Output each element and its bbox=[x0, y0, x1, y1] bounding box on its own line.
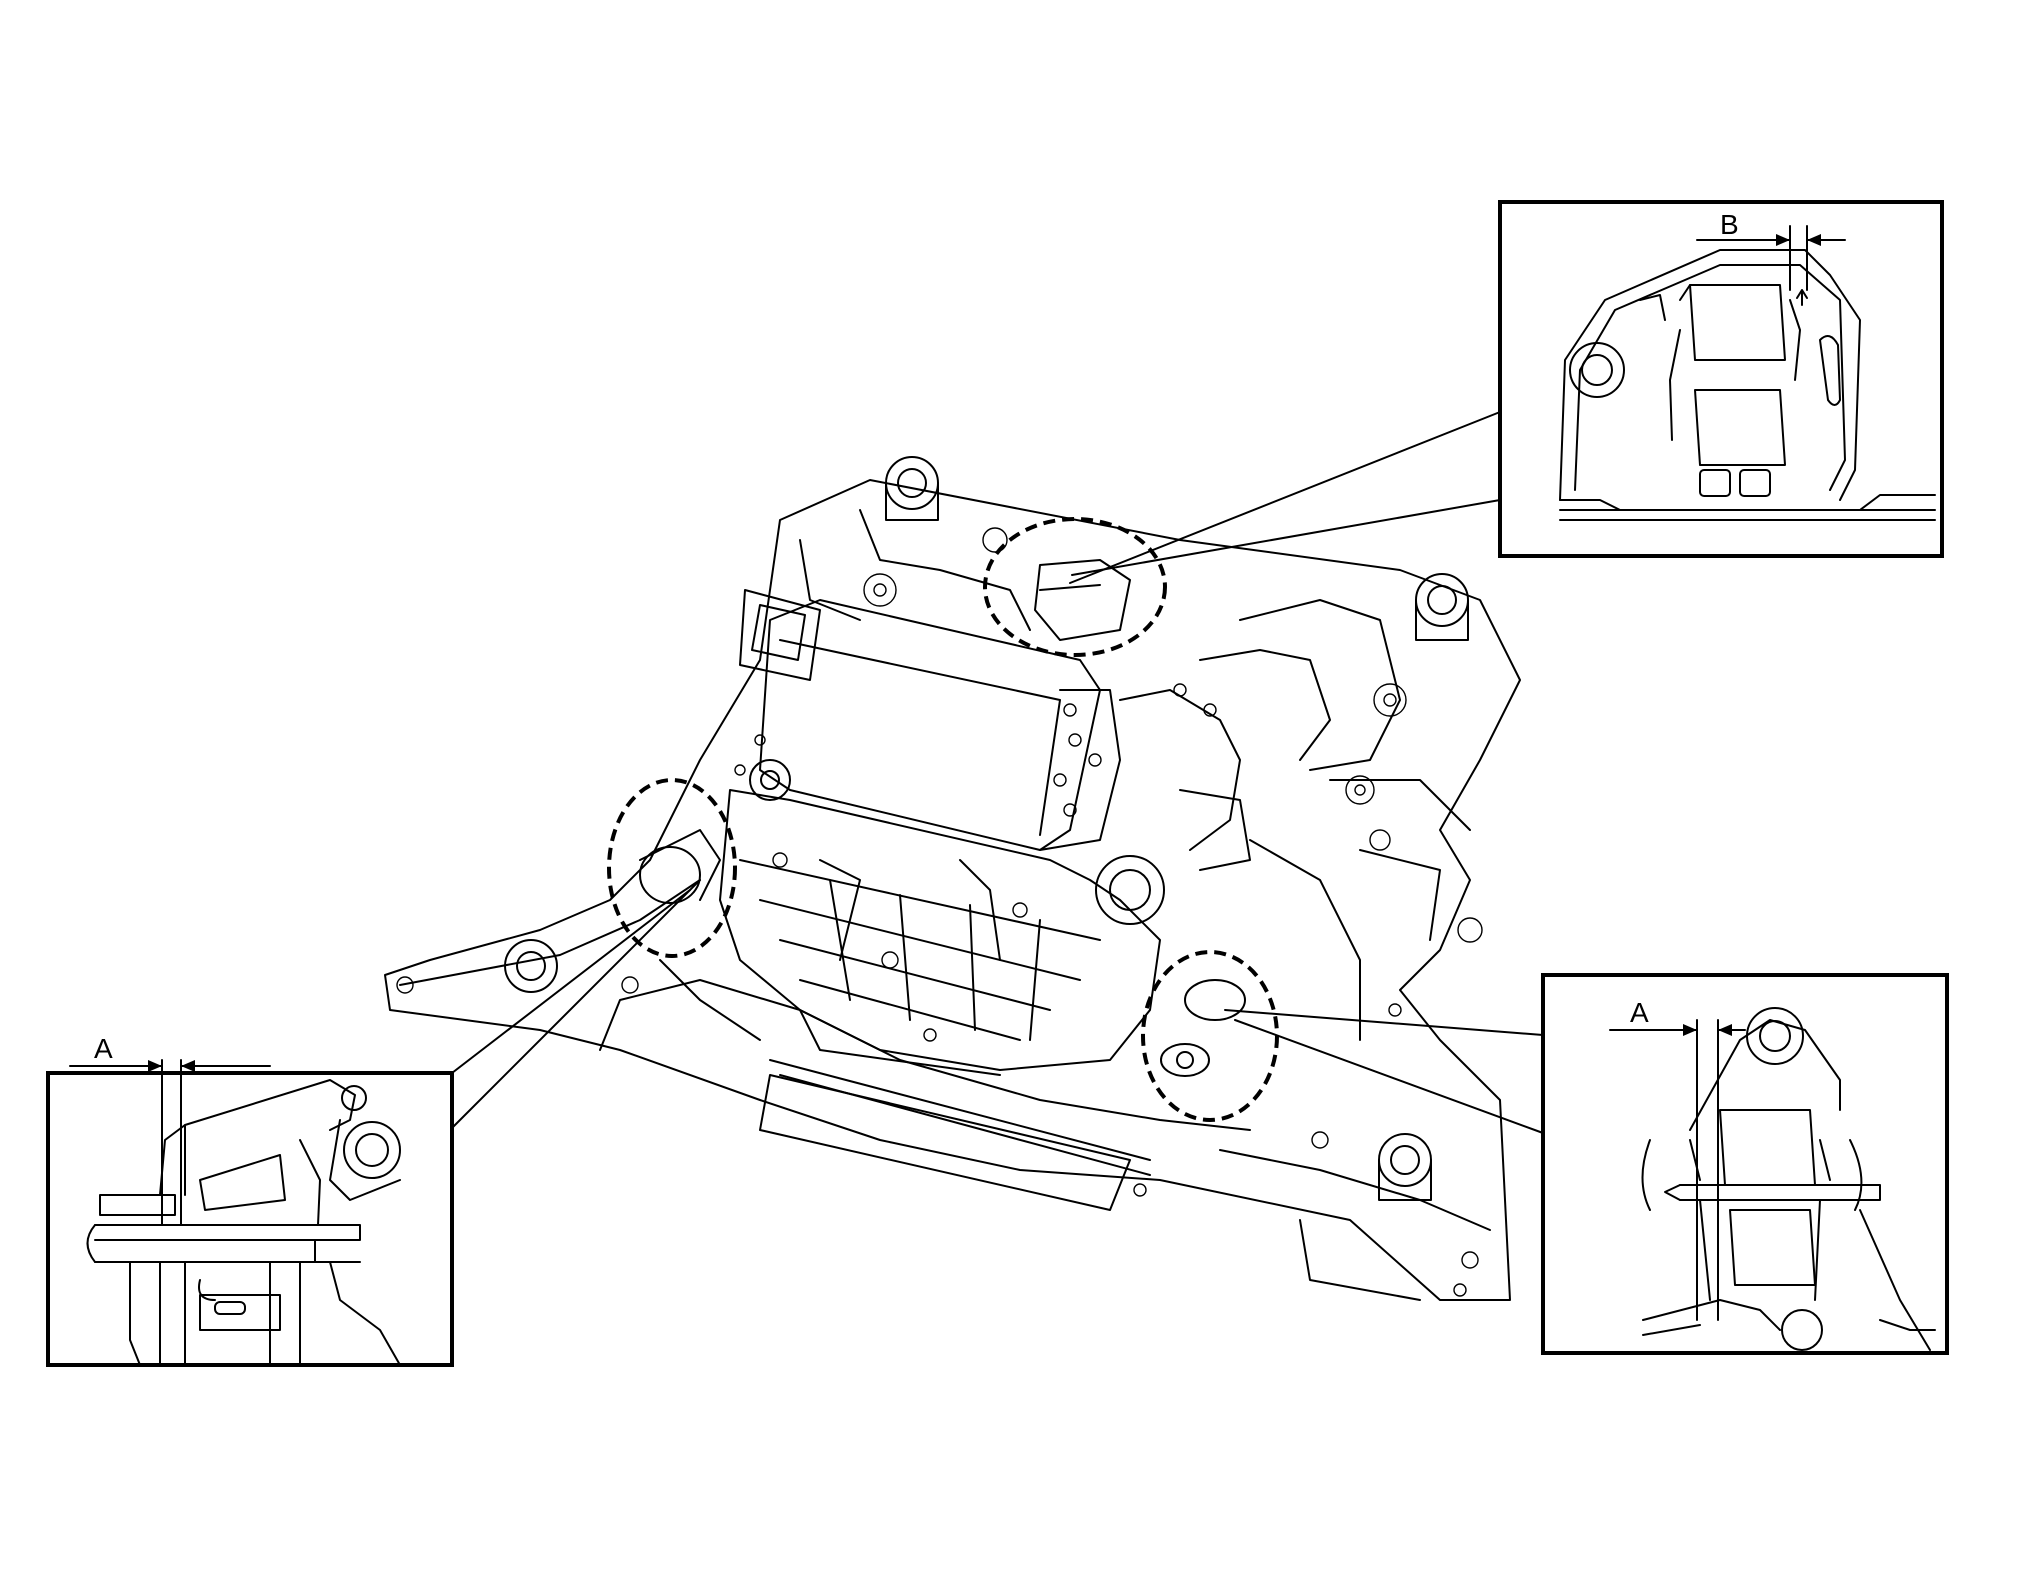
front-right-engine-mount bbox=[1160, 979, 1246, 1077]
subframe-mount-front-right bbox=[1378, 1133, 1432, 1201]
detail-inset-top-right: B bbox=[1498, 200, 1944, 558]
subframe-mount-front-left bbox=[504, 939, 558, 993]
highlight-circle-left-mount bbox=[607, 778, 737, 958]
dimension-label-b: B bbox=[1720, 209, 1739, 240]
assembly-bolts bbox=[734, 683, 1217, 1042]
subframe-mount-rear-left bbox=[885, 456, 939, 521]
rear-engine-mount bbox=[1034, 559, 1131, 641]
highlight-circle-rear-mount bbox=[983, 517, 1167, 657]
subframe-mount-rear-right bbox=[1415, 573, 1469, 641]
transaxle-body bbox=[719, 689, 1251, 1076]
dimension-label-a-right: A bbox=[1630, 997, 1649, 1028]
highlight-circle-front-right-mount bbox=[1141, 950, 1279, 1122]
left-engine-mount bbox=[639, 829, 721, 904]
engine-subframe-assembly bbox=[384, 456, 1521, 1301]
power-control-unit bbox=[739, 589, 1121, 851]
detail-inset-bottom-left: A bbox=[46, 1033, 454, 1367]
detail-inset-bottom-right: A bbox=[1541, 973, 1949, 1355]
subframe-bolt-holes bbox=[396, 527, 1483, 1297]
leader-lines bbox=[451, 411, 1544, 1134]
dimension-label-a-left: A bbox=[94, 1033, 113, 1064]
